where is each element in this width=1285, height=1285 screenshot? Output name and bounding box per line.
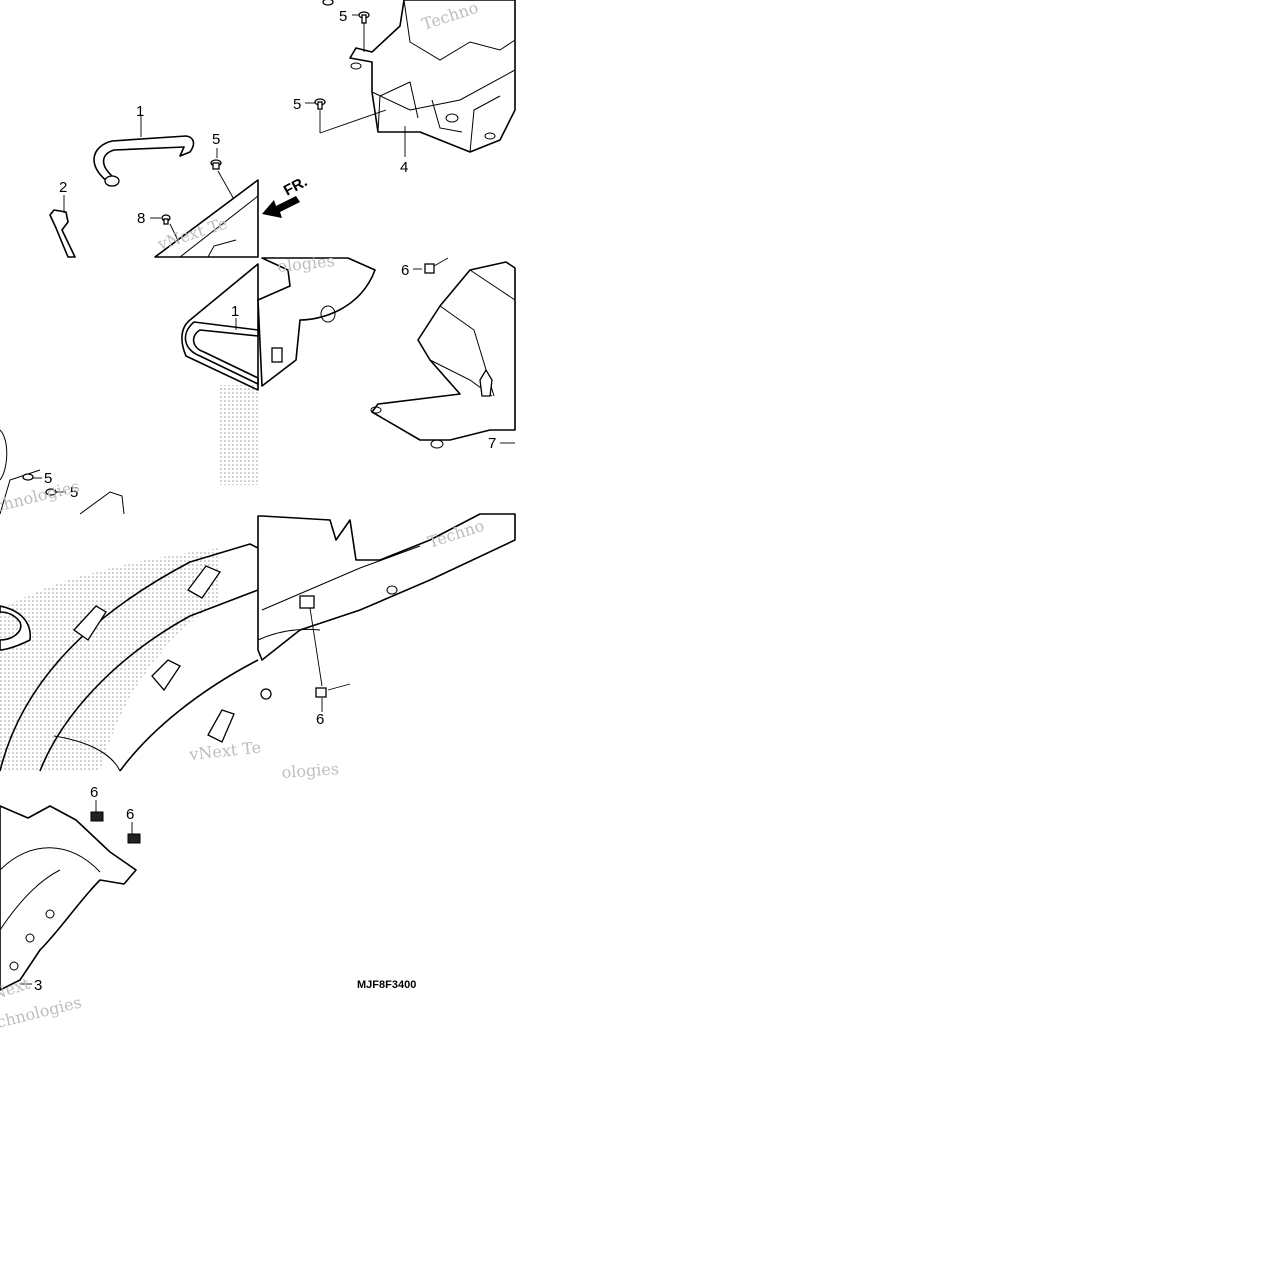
clip-block-4 xyxy=(207,709,235,743)
clip-tab xyxy=(271,347,283,363)
bolt-5-top-icon xyxy=(358,11,370,24)
band-part-1 xyxy=(93,135,195,183)
callout-6d: 6 xyxy=(126,806,134,823)
bolt-5-left-icon xyxy=(314,98,326,110)
tile-top-middle: 5 5 4 Techno xyxy=(293,0,516,176)
nut-6-icon xyxy=(424,263,435,274)
tile-bottom-left: 6 6 3 Next chnologies xyxy=(0,784,141,1032)
band-loop-lower xyxy=(0,605,31,651)
callout-5a: 5 xyxy=(212,131,220,148)
nut-6-right-icon xyxy=(127,833,141,844)
band-part-1b xyxy=(184,321,259,385)
fender-extension-part xyxy=(257,513,516,661)
watermark-6: vNext Te xyxy=(187,738,262,765)
tile-center: 6 7 ologies xyxy=(257,251,516,452)
callout-7: 7 xyxy=(488,435,496,452)
clip-square xyxy=(299,595,315,609)
honda-wing-shading xyxy=(220,385,258,485)
callout-5c: 5 xyxy=(293,96,301,113)
callout-1a: 1 xyxy=(136,103,144,120)
fender-edge-top xyxy=(154,179,259,258)
band-end-grommet xyxy=(104,175,120,187)
grommet-icon xyxy=(479,368,493,397)
stay-part-2 xyxy=(49,209,76,258)
clip-block-2 xyxy=(151,659,181,692)
front-arrow-icon xyxy=(262,196,300,218)
clip-block-1 xyxy=(73,605,107,641)
wing-logo-shading xyxy=(0,548,220,771)
bolt-8-icon xyxy=(161,214,171,225)
callout-8: 8 xyxy=(137,210,145,227)
callout-6c: 6 xyxy=(90,784,98,801)
callout-2: 2 xyxy=(59,179,67,196)
callout-1b: 1 xyxy=(231,303,239,320)
callout-5e: 5 xyxy=(70,484,78,501)
callout-6b: 6 xyxy=(316,711,324,728)
nut-6-left-icon xyxy=(90,811,104,822)
fender-upper-part xyxy=(257,257,376,387)
callout-5b: 5 xyxy=(339,8,347,25)
watermark-9: chnologies xyxy=(0,992,83,1031)
watermark-7: ologies xyxy=(281,759,340,782)
fender-tray-part xyxy=(371,261,516,441)
front-label: FR. xyxy=(281,173,310,199)
callout-4: 4 xyxy=(400,159,408,176)
nut-6-lower-icon xyxy=(315,687,327,698)
tile-lower-left: vNext Te xyxy=(0,543,262,772)
part-code-label: MJF8F3400 xyxy=(357,979,416,991)
callout-5d: 5 xyxy=(44,470,52,487)
clip-block-3 xyxy=(187,565,221,599)
callout-6a: 6 xyxy=(401,262,409,279)
tile-center-lower: 6 Techno ologies xyxy=(257,513,516,782)
bolt-5-lower-icon xyxy=(22,473,57,496)
watermark-4: chnologies xyxy=(0,476,81,515)
tile-middle-left: 1 5 5 chnologies xyxy=(0,263,259,516)
tile-top-left: FR. 1 2 5 8 vNext Te xyxy=(49,103,310,258)
callout-3: 3 xyxy=(34,977,42,994)
bolt-5-icon xyxy=(210,159,222,170)
leader-4 xyxy=(319,109,387,134)
bolt-lower-icon xyxy=(260,688,272,700)
inner-fender-part-3 xyxy=(0,805,137,991)
